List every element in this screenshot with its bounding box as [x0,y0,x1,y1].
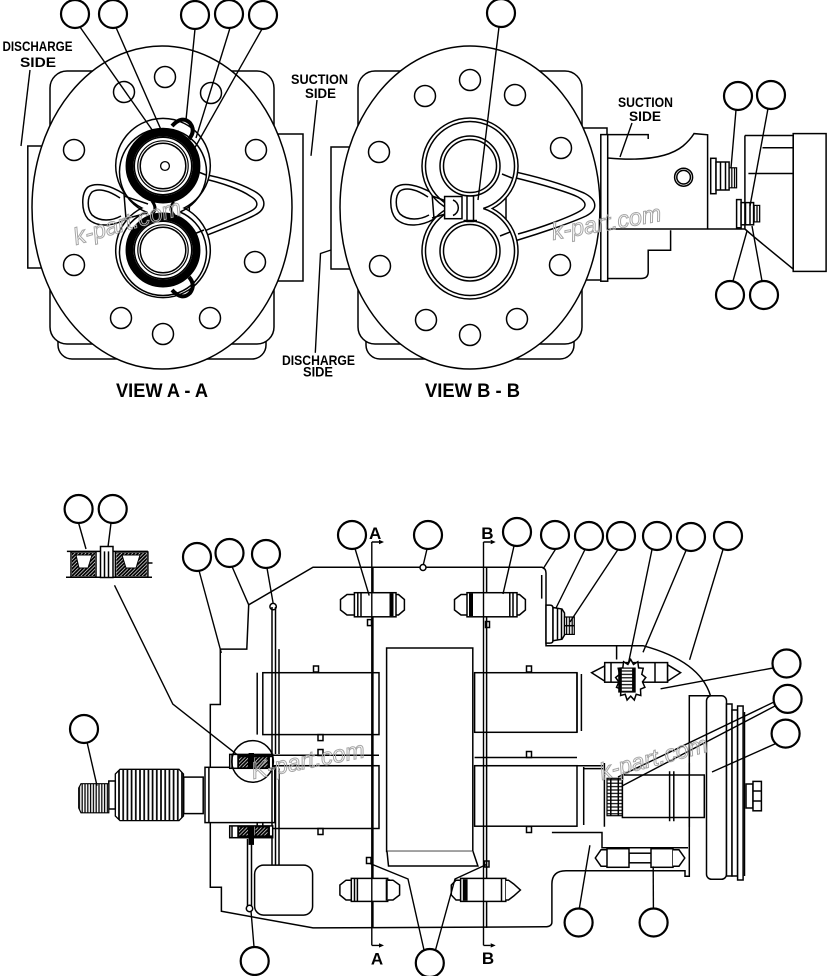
svg-text:B: B [482,949,494,968]
svg-text:VIEW A - A: VIEW A - A [116,380,208,402]
svg-text:A: A [369,524,381,543]
svg-text:SUCTION: SUCTION [291,71,348,87]
svg-text:VIEW B - B: VIEW B - B [425,380,520,402]
svg-text:DISCHARGE: DISCHARGE [3,38,73,54]
svg-text:SIDE: SIDE [629,108,661,124]
svg-text:SIDE: SIDE [303,364,333,380]
svg-text:SIDE: SIDE [305,85,336,101]
svg-text:DISCHARGE: DISCHARGE [282,352,355,368]
svg-text:B: B [481,524,493,543]
svg-text:SIDE: SIDE [20,54,56,70]
svg-text:A: A [371,950,383,969]
svg-text:SUCTION: SUCTION [618,94,673,110]
